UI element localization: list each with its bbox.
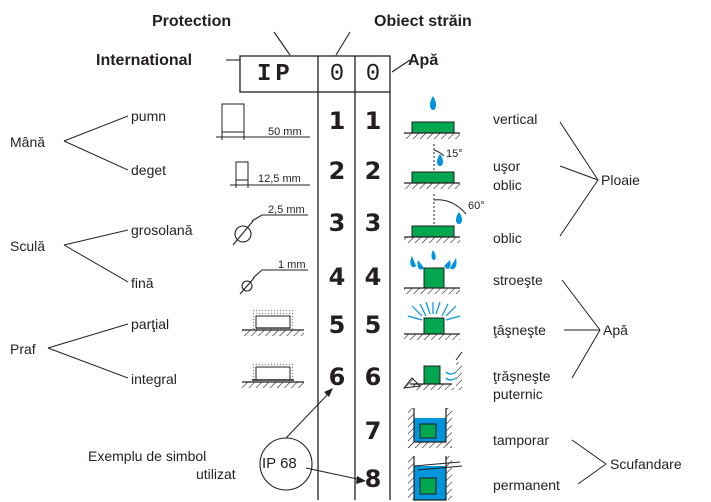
angle-60: 60° (468, 200, 485, 212)
dust-partial-icon (242, 310, 304, 336)
tool-label: Sculă (10, 238, 46, 254)
example-symbol: IP 68 (262, 455, 297, 472)
ip-code-letters: IP (257, 61, 294, 88)
example-label-line2: utilizat (196, 466, 236, 482)
first-digit-6: 6 (328, 363, 346, 391)
finger-probe-icon (230, 161, 310, 188)
dust-label: Praf (10, 341, 36, 357)
permanent-label: permanent (493, 477, 560, 493)
second-digit-8: 8 (364, 465, 382, 493)
second-digit-5: 5 (364, 311, 382, 339)
tool-fine-icon (239, 269, 308, 295)
water-group-label: Apă (603, 322, 628, 338)
immersion-permanent-icon (408, 456, 463, 501)
coarse-label: grosolană (131, 222, 193, 238)
first-digit-2: 2 (328, 157, 346, 185)
splash-label: stroeşte (493, 272, 543, 288)
immersion-temporary-icon (408, 408, 452, 448)
example-symbol-marker (259, 388, 366, 491)
example-label-line1: Exemplu de simbol (88, 448, 207, 464)
water-drip-15deg-icon (404, 144, 460, 189)
dimension-12-5mm: 12,5 mm (258, 173, 301, 185)
water-fan (561, 279, 601, 379)
immersion-fan (571, 439, 607, 485)
water-jet-icon (407, 301, 461, 321)
oblique-label: oblic (493, 230, 522, 246)
second-digit-3: 3 (364, 209, 382, 237)
jet-label: ţâşneşte (493, 322, 546, 338)
temporary-label: tamporar (493, 432, 550, 448)
slight-oblique-label-1: uşor (493, 158, 521, 174)
water-strong-jet-icon (402, 351, 463, 390)
fist-probe-icon (216, 103, 310, 140)
slight-oblique-label-2: oblic (493, 177, 522, 193)
dimension-2-5mm: 2,5 mm (268, 204, 305, 216)
second-digit-2: 2 (364, 157, 382, 185)
hand-label: Mână (10, 134, 46, 150)
angle-15: 15° (446, 148, 463, 160)
strong-jet-label-1: ţrăşneşte (493, 368, 551, 384)
water-drip-vertical-icon (404, 96, 460, 139)
second-digit-6: 6 (364, 363, 382, 391)
water-splash-icon (404, 250, 460, 294)
dust-partial-label: parţial (131, 316, 170, 332)
rain-label: Ploaie (601, 172, 640, 188)
second-digit-1: 1 (364, 107, 382, 135)
header-leader-lines (226, 31, 411, 73)
dimension-50mm: 50 mm (268, 126, 302, 138)
ip-code-digit-2: 0 (365, 61, 381, 88)
first-digit-3: 3 (328, 209, 346, 237)
first-digit-1: 1 (328, 107, 346, 135)
dimension-1mm: 1 mm (278, 259, 306, 271)
tool-coarse-icon (232, 214, 308, 246)
strong-jet-label-2: puternic (493, 386, 543, 402)
fist-label: pumn (131, 108, 167, 124)
first-digit-4: 4 (328, 263, 346, 291)
water-title: Apă (408, 52, 439, 69)
protection-title: Protection (152, 13, 232, 30)
foreign-object-title: Obiect străin (374, 13, 472, 30)
finger-label: deget (131, 162, 167, 178)
dust-total-icon (242, 362, 304, 388)
hand-fan (47, 115, 129, 379)
dust-total-label: integral (131, 371, 177, 387)
ip-code-digit-1: 0 (329, 61, 345, 88)
ip-code-box (239, 55, 391, 93)
rain-fan (559, 121, 599, 237)
fine-label: fină (131, 275, 154, 291)
immersion-label: Scufandare (610, 456, 682, 472)
vertical-label: vertical (493, 111, 538, 127)
second-digit-4: 4 (364, 263, 382, 291)
first-digit-5: 5 (328, 311, 346, 339)
digit-column-lines (317, 92, 391, 500)
water-drip-60deg-icon (404, 194, 467, 243)
international-title: International (96, 52, 193, 69)
second-digit-7: 7 (364, 417, 382, 445)
